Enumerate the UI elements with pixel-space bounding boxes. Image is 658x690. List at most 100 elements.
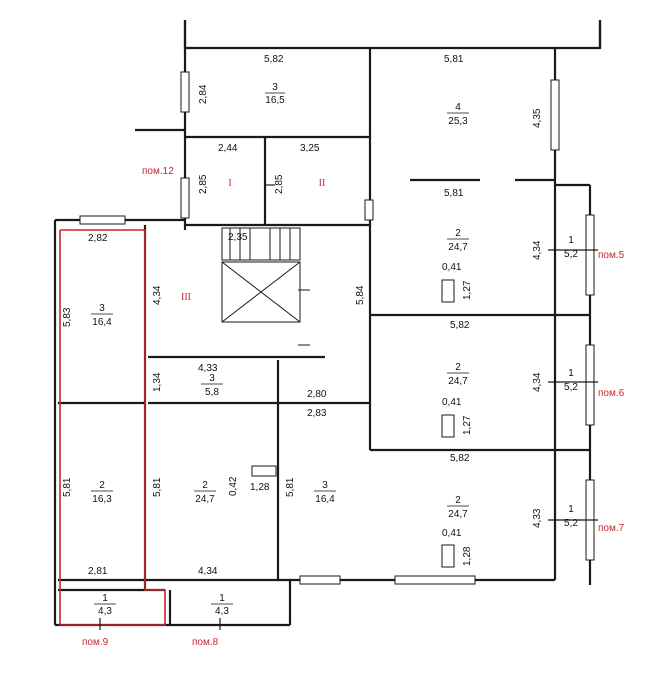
svg-text:1: 1 bbox=[568, 235, 574, 246]
svg-text:5,2: 5,2 bbox=[564, 249, 578, 260]
room-label: 224,7 bbox=[194, 480, 216, 505]
svg-text:1: 1 bbox=[568, 368, 574, 379]
svg-text:1: 1 bbox=[568, 504, 574, 515]
svg-text:16,5: 16,5 bbox=[265, 95, 285, 106]
svg-text:5,8: 5,8 bbox=[205, 387, 219, 398]
dimension-label: 1,34 bbox=[152, 372, 163, 392]
dimension-label: 2,84 bbox=[198, 84, 209, 104]
room-label: 224,7 bbox=[447, 228, 469, 253]
dimension-label: 2,44 bbox=[218, 143, 238, 154]
svg-text:4,3: 4,3 bbox=[215, 606, 229, 617]
room-label: 316,4 bbox=[314, 480, 336, 505]
svg-text:1: 1 bbox=[102, 593, 108, 604]
dimension-label: 3,25 bbox=[300, 143, 320, 154]
room-label: 224,7 bbox=[447, 362, 469, 387]
dimension-label: 4,34 bbox=[532, 372, 543, 392]
dimension-label: 5,83 bbox=[62, 307, 73, 327]
dimension-label: 4,34 bbox=[198, 566, 218, 577]
dimension-label: 0,41 bbox=[442, 528, 462, 539]
room-tag: пом.7 bbox=[598, 523, 625, 534]
svg-text:24,7: 24,7 bbox=[448, 376, 468, 387]
svg-text:2: 2 bbox=[202, 480, 208, 491]
dimension-label: 5,82 bbox=[264, 54, 284, 65]
room-tag: пом.12 bbox=[142, 166, 174, 177]
svg-text:2: 2 bbox=[99, 480, 105, 491]
dimension-label: 2,82 bbox=[88, 233, 108, 244]
svg-text:4: 4 bbox=[455, 102, 461, 113]
roman-label: III bbox=[181, 292, 191, 303]
dimension-label: 4,33 bbox=[198, 363, 218, 374]
svg-text:3: 3 bbox=[209, 373, 215, 384]
svg-text:5,2: 5,2 bbox=[564, 518, 578, 529]
dimension-label: 5,81 bbox=[152, 477, 163, 497]
svg-text:25,3: 25,3 bbox=[448, 116, 468, 127]
dimension-label: 1,28 bbox=[462, 546, 473, 566]
svg-text:16,3: 16,3 bbox=[92, 494, 112, 505]
dimension-labels: 5,82 5,81 2,84 4,35 2,44 3,25 2,85 2,85 … bbox=[62, 54, 543, 577]
dimension-label: 1,28 bbox=[250, 482, 270, 493]
room-label: 35,8 bbox=[201, 373, 223, 398]
room-tag: пом.8 bbox=[192, 637, 219, 648]
dimension-label: 4,33 bbox=[532, 508, 543, 528]
dimension-label: 1,27 bbox=[462, 280, 473, 300]
dimension-label: 0,41 bbox=[442, 397, 462, 408]
roman-labels: I II III bbox=[181, 178, 325, 303]
inner-walls bbox=[58, 48, 590, 625]
svg-text:16,4: 16,4 bbox=[315, 494, 335, 505]
dimension-label: 5,82 bbox=[450, 453, 470, 464]
svg-text:4,3: 4,3 bbox=[98, 606, 112, 617]
room-label: 15,2 bbox=[564, 504, 578, 529]
svg-text:24,7: 24,7 bbox=[448, 242, 468, 253]
room-label: 316,5 bbox=[265, 82, 285, 106]
svg-text:3: 3 bbox=[272, 82, 278, 93]
dimension-label: 4,34 bbox=[152, 285, 163, 305]
dimension-ticks bbox=[99, 184, 598, 630]
roman-label: I bbox=[228, 178, 231, 189]
dimension-label: 1,27 bbox=[462, 415, 473, 435]
dimension-label: 0,42 bbox=[228, 476, 239, 496]
room-label: 216,3 bbox=[91, 480, 113, 505]
dimension-label: 5,81 bbox=[285, 477, 296, 497]
dimension-label: 2,80 bbox=[307, 389, 327, 400]
dimension-label: 2,83 bbox=[307, 408, 327, 419]
dimension-label: 2,85 bbox=[274, 174, 285, 194]
fixtures bbox=[251, 279, 455, 568]
dimension-label: 5,81 bbox=[444, 54, 464, 65]
dimension-label: 2,85 bbox=[198, 174, 209, 194]
svg-text:2: 2 bbox=[455, 495, 461, 506]
room-tag: пом.9 bbox=[82, 637, 109, 648]
room-label: 14,3 bbox=[94, 593, 116, 617]
room-tag: пом.5 bbox=[598, 250, 625, 261]
room-label: 14,3 bbox=[211, 593, 233, 617]
dimension-label: 4,35 bbox=[532, 108, 543, 128]
room-tags: пом.12 пом.5 пом.6 пом.7 пом.9 пом.8 bbox=[82, 166, 625, 648]
svg-text:16,4: 16,4 bbox=[92, 317, 112, 328]
highlight-outline bbox=[59, 229, 166, 626]
svg-text:2: 2 bbox=[455, 228, 461, 239]
outer-walls bbox=[53, 20, 602, 627]
dimension-label: 5,82 bbox=[450, 320, 470, 331]
dimension-label: 2,81 bbox=[88, 566, 108, 577]
room-labels: 316,5 425,3 224,7 224,7 224,7 15,2 15,2 … bbox=[91, 82, 578, 617]
svg-text:3: 3 bbox=[322, 480, 328, 491]
room-label: 15,2 bbox=[564, 368, 578, 393]
windows bbox=[79, 71, 595, 585]
stairwell bbox=[221, 227, 310, 346]
svg-text:24,7: 24,7 bbox=[448, 509, 468, 520]
dimension-label: 5,81 bbox=[444, 188, 464, 199]
svg-text:5,2: 5,2 bbox=[564, 382, 578, 393]
dimension-label: 4,34 bbox=[532, 240, 543, 260]
dimension-label: 0,41 bbox=[442, 262, 462, 273]
svg-text:2: 2 bbox=[455, 362, 461, 373]
svg-text:3: 3 bbox=[99, 303, 105, 314]
svg-text:1: 1 bbox=[219, 593, 225, 604]
room-label: 15,2 bbox=[564, 235, 578, 260]
room-tag: пом.6 bbox=[598, 388, 625, 399]
svg-text:24,7: 24,7 bbox=[195, 494, 215, 505]
room-label: 224,7 bbox=[447, 495, 469, 520]
dimension-label: 2,35 bbox=[228, 232, 248, 243]
room-label: 425,3 bbox=[447, 102, 469, 127]
dimension-label: 5,84 bbox=[355, 285, 366, 305]
roman-label: II bbox=[319, 178, 326, 189]
